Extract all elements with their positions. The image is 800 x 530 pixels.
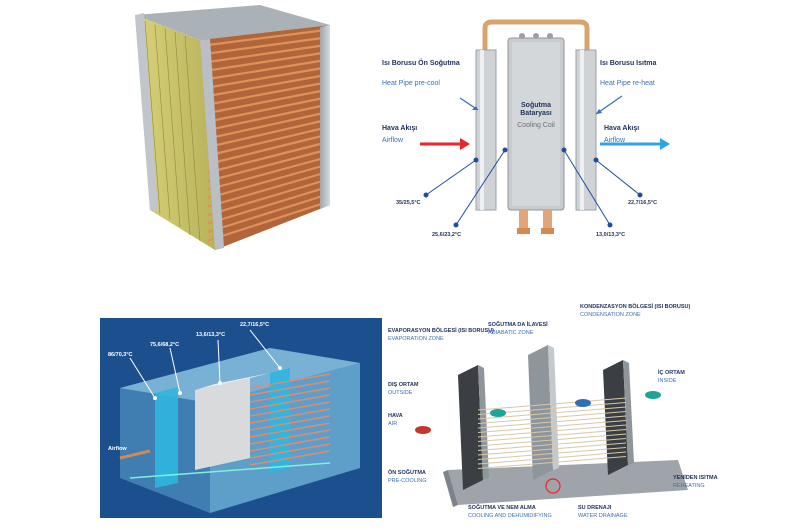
- coil-fin: [249, 422, 331, 438]
- heat-pipe: [477, 442, 627, 456]
- temp-precooled: 25,6/23,2°C: [432, 232, 462, 238]
- evap-zone-tr: EVAPORASYON BÖLGESİ (ISI BORUSU): [388, 328, 494, 334]
- duct-temp-3: 13,6/13,3°C: [196, 332, 226, 338]
- copper-tube: [207, 186, 327, 225]
- copper-tube: [207, 141, 327, 174]
- evap-zone-en: EVAPORATION ZONE: [388, 336, 444, 342]
- copper-tube: [207, 193, 327, 234]
- copper-tube: [207, 118, 327, 149]
- airflow-out-label-en: Airflow: [604, 137, 626, 144]
- temp-inlet: 35/25,5°C: [396, 200, 421, 206]
- heat-pipe: [477, 424, 627, 438]
- copper-tube: [207, 201, 327, 242]
- temp-outlet: 22,7/16,5°C: [628, 200, 658, 206]
- drainage-label-en: WATER DRAINAGE: [578, 513, 628, 519]
- outside-label-en: OUTSIDE: [388, 390, 413, 396]
- heat-pipe: [477, 415, 627, 429]
- coil-fin: [249, 380, 331, 396]
- coil-fin: [249, 429, 331, 445]
- copper-tube: [207, 103, 327, 132]
- reheating-label-en: REHEATING: [673, 483, 705, 489]
- coil-fin: [249, 436, 331, 452]
- duct-diagram: 86/70,3°C 75,6/68,2°C 13,6/13,3°C 22,7/1…: [100, 318, 382, 518]
- air-label-en: AIR: [388, 421, 398, 427]
- copper-tube: [207, 43, 327, 64]
- cooling-coil-label-en: Cooling Coil: [517, 122, 555, 129]
- adiabatic-zone-tr: SOĞUTMA DA İLAVESİ: [488, 322, 548, 328]
- reheating-label-tr: YENİDEN ISITMA: [673, 475, 718, 481]
- airflow-in-label-en: Airflow: [382, 137, 404, 144]
- coil-fin: [249, 387, 331, 403]
- copper-tube: [207, 96, 327, 123]
- copper-tube: [207, 156, 327, 191]
- heat-pipe: [477, 411, 627, 424]
- reheat-label-tr: Isı Borusu Isıtma: [600, 60, 657, 67]
- copper-tube: [207, 66, 327, 89]
- coil-fin: [249, 443, 331, 459]
- coil-fin: [249, 373, 331, 389]
- temp-coil-out: 13,0/13,3°C: [596, 232, 626, 238]
- copper-tube: [207, 126, 327, 157]
- airflow-out-label-tr: Hava Akışı: [604, 125, 640, 132]
- precooling-label-tr: ÖN SOĞUTMA: [388, 470, 426, 476]
- cooling-label-en: COOLING AND DEHUMIDIFYING: [468, 513, 552, 519]
- heat-pipe: [477, 429, 627, 442]
- airflow-in-label-tr: Hava Akışı: [382, 125, 418, 132]
- inside-label-en: INSIDE: [658, 378, 677, 384]
- heat-pipe: [477, 447, 627, 460]
- heat-pipe: [477, 406, 627, 420]
- duct-temp-4: 22,7/16,5°C: [240, 322, 270, 328]
- copper-tube: [207, 51, 327, 72]
- copper-tube: [207, 88, 327, 115]
- copper-tube: [207, 171, 327, 208]
- heat-pipe: [477, 433, 627, 447]
- copper-tube: [207, 58, 327, 81]
- heat-pipe: [477, 438, 627, 451]
- zone-diagram: EVAPORASYON BÖLGESİ (ISI BORUSU) EVAPORA…: [388, 300, 793, 525]
- coil-fin: [249, 401, 331, 417]
- heat-pipe: [477, 420, 627, 433]
- heat-pipe: [477, 451, 627, 465]
- precool-label-en: Heat Pipe pre-cool: [382, 80, 440, 87]
- coil-fin: [249, 450, 331, 466]
- coil-fin: [249, 415, 331, 431]
- cooling-coil-label-tr: Soğutma Bataryası: [520, 102, 552, 118]
- heat-pipe: [477, 397, 627, 411]
- copper-tube: [207, 81, 327, 106]
- copper-tube: [207, 163, 327, 200]
- copper-tube: [207, 178, 327, 217]
- precool-label-tr: Isı Borusu Ön Soğutma: [382, 60, 460, 67]
- duct-temp-2: 75,6/68,2°C: [150, 342, 180, 348]
- copper-tube: [207, 28, 327, 47]
- heat-pipe-coil-image: [130, 5, 340, 255]
- duct-temp-1: 86/70,3°C: [108, 352, 133, 358]
- heat-pipe: [477, 456, 627, 469]
- air-label-tr: HAVA: [388, 413, 403, 419]
- copper-tube: [207, 148, 327, 183]
- copper-tube: [207, 133, 327, 166]
- duct-airflow-label: Airflow: [108, 446, 127, 452]
- coil-fin: [249, 408, 331, 424]
- copper-tube: [207, 111, 327, 140]
- coil-fin: [249, 394, 331, 410]
- cond-zone-tr: KONDENZASYON BÖLGESİ (ISI BORUSU): [580, 304, 691, 310]
- copper-tube: [207, 73, 327, 98]
- reheat-label-en: Heat Pipe re-heat: [600, 80, 655, 87]
- drainage-label-tr: SU DRENAJI: [578, 505, 612, 511]
- heat-pipe-diagram: Isı Borusu Ön Soğutma Heat Pipe pre-cool…: [360, 10, 780, 250]
- inside-label-tr: İÇ ORTAM: [658, 370, 685, 376]
- precooling-label-en: PRE-COOLING: [388, 478, 427, 484]
- cooling-label-tr: SOĞUTMA VE NEM ALMA: [468, 505, 536, 511]
- adiabatic-zone-en: ADIABATIC ZONE: [488, 330, 534, 336]
- outside-label-tr: DIŞ ORTAM: [388, 382, 419, 388]
- cond-zone-en: CONDENSATION ZONE: [580, 312, 641, 318]
- copper-tube: [207, 36, 327, 55]
